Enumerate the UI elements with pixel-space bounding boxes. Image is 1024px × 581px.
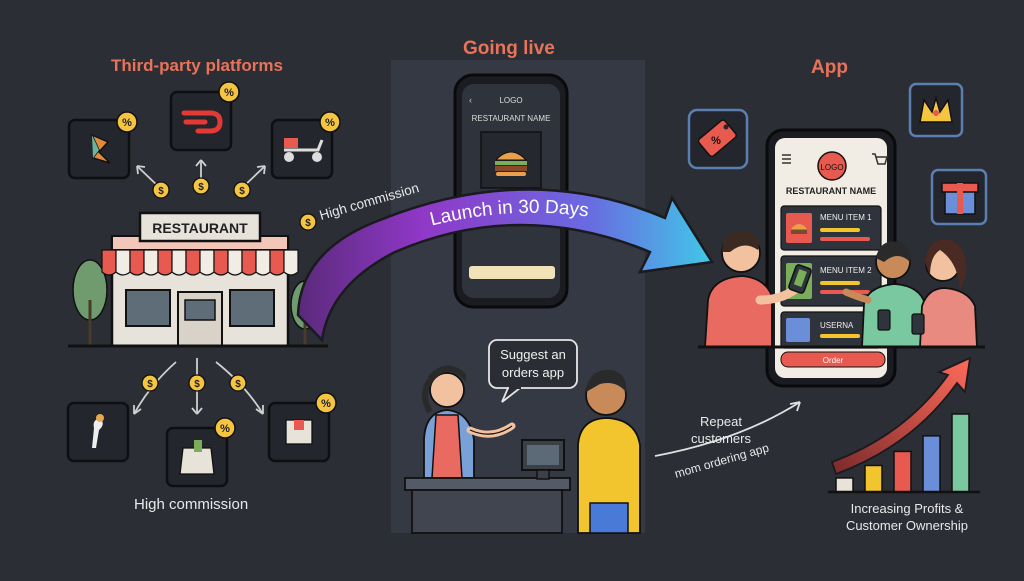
awning-stripe bbox=[241, 249, 257, 276]
delivery-icon bbox=[66, 401, 130, 463]
svg-text:$: $ bbox=[194, 379, 200, 390]
middle-phone-logo: LOGO bbox=[499, 96, 522, 105]
delivery-box-icon bbox=[267, 401, 331, 463]
cashier-scene: Suggest an orders app bbox=[404, 339, 641, 534]
profit-bar bbox=[835, 477, 854, 493]
svg-text:%: % bbox=[711, 135, 721, 147]
awning-stripe bbox=[199, 249, 215, 276]
profit-growth-arrow bbox=[830, 356, 972, 476]
crown-icon bbox=[908, 82, 964, 138]
svg-text:%: % bbox=[325, 117, 335, 129]
app-restaurant-name: RESTAURANT NAME bbox=[786, 186, 876, 196]
svg-text:%: % bbox=[321, 398, 331, 410]
svg-text:MENU ITEM 2: MENU ITEM 2 bbox=[820, 266, 872, 275]
launch-arrow: Launch in 30 Days bbox=[296, 188, 715, 343]
profit-bar bbox=[922, 435, 941, 493]
mom-ordering-app-label: mom ordering app bbox=[673, 440, 771, 480]
svg-text:MENU ITEM 1: MENU ITEM 1 bbox=[820, 213, 872, 222]
coin-icon: $ bbox=[299, 213, 317, 231]
awning-stripe bbox=[101, 249, 117, 276]
svg-text:$: $ bbox=[198, 182, 204, 193]
svg-text:$: $ bbox=[305, 218, 311, 229]
app-phone: LOGO RESTAURANT NAME MENU ITEM 1 MENU IT… bbox=[765, 128, 897, 388]
repeat-customers-label-1: Repeat bbox=[700, 414, 742, 429]
percent-badge: % bbox=[116, 111, 138, 133]
profit-bar bbox=[893, 450, 912, 493]
app-menu-item: MENU ITEM 1 bbox=[780, 205, 882, 251]
heading-app: App bbox=[811, 57, 848, 78]
profits-label-2: Customer Ownership bbox=[845, 518, 969, 533]
back-icon: ‹ bbox=[469, 95, 472, 105]
svg-text:$: $ bbox=[158, 186, 164, 197]
delivery-scooter-icon bbox=[270, 118, 334, 180]
menu-icon bbox=[782, 154, 791, 164]
middle-phone-restaurant-name: RESTAURANT NAME bbox=[472, 114, 551, 123]
profit-bar bbox=[951, 413, 970, 493]
repeat-customers-label-2: customers bbox=[691, 431, 751, 446]
order-button bbox=[780, 351, 886, 368]
grocery-bag-icon bbox=[165, 426, 229, 488]
awning-stripe bbox=[171, 249, 187, 276]
awning-stripe bbox=[185, 249, 201, 276]
svg-text:Order: Order bbox=[823, 356, 844, 365]
percent-badge: % bbox=[218, 81, 240, 103]
awning-stripe bbox=[157, 249, 173, 276]
heading-going-live: Going live bbox=[463, 38, 555, 59]
gift-icon bbox=[930, 168, 988, 226]
app-menu-item: USERNA bbox=[780, 311, 882, 349]
app-logo: LOGO bbox=[820, 163, 843, 172]
awning-stripe bbox=[129, 249, 145, 276]
doordash-icon bbox=[169, 90, 233, 152]
cart-icon bbox=[872, 153, 888, 165]
awning-stripe bbox=[255, 249, 271, 276]
speech-line-1: Suggest an bbox=[500, 347, 566, 362]
awning-stripe bbox=[227, 249, 243, 276]
restaurant-sign: RESTAURANT bbox=[152, 220, 248, 236]
awning-stripe bbox=[283, 249, 299, 276]
svg-text:%: % bbox=[122, 117, 132, 129]
speech-line-2: orders app bbox=[502, 365, 564, 380]
svg-text:$: $ bbox=[235, 379, 241, 390]
svg-text:%: % bbox=[224, 87, 234, 99]
coin-icon: $ bbox=[233, 181, 251, 199]
coin-icon: $ bbox=[192, 177, 210, 195]
percent-badge: % bbox=[319, 111, 341, 133]
awning-stripe bbox=[115, 249, 131, 276]
profits-label-1: Increasing Profits & bbox=[850, 501, 964, 516]
profit-bar-chart bbox=[835, 413, 970, 493]
percent-badge: % bbox=[315, 392, 337, 414]
heading-third-party: Third-party platforms bbox=[111, 56, 283, 75]
coin-icon: $ bbox=[141, 374, 159, 392]
awning-stripe bbox=[143, 249, 159, 276]
awning-stripe bbox=[269, 249, 285, 276]
percent-badge: % bbox=[214, 417, 236, 439]
coin-icon: $ bbox=[229, 374, 247, 392]
discount-tag-icon: % bbox=[687, 108, 749, 170]
restaurant-building: RESTAURANT bbox=[68, 211, 328, 348]
svg-text:%: % bbox=[220, 423, 230, 435]
coin-icon: $ bbox=[152, 181, 170, 199]
repeat-customers-arrow bbox=[654, 401, 801, 457]
svg-text:USERNA: USERNA bbox=[820, 321, 854, 330]
profit-bar bbox=[864, 464, 883, 493]
svg-text:$: $ bbox=[147, 379, 153, 390]
awning-stripe bbox=[213, 249, 229, 276]
coin-icon: $ bbox=[188, 374, 206, 392]
postmates-icon bbox=[67, 118, 131, 180]
high-commission-bottom-label: High commission bbox=[134, 496, 249, 513]
svg-text:$: $ bbox=[239, 186, 245, 197]
app-customers bbox=[698, 230, 985, 349]
